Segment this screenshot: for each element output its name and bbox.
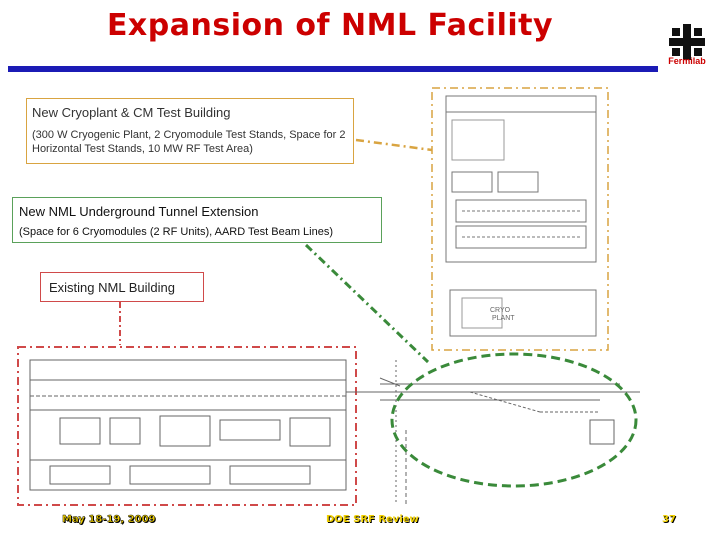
- footer-date: May 18-19, 2009: [62, 514, 156, 525]
- slide-title: Expansion of NML Facility: [106, 8, 554, 43]
- tunnel-highlight-ellipse: [390, 352, 638, 488]
- callout-cryoplant-heading: New Cryoplant & CM Test Building: [32, 105, 231, 120]
- footer-event: DOE SRF Review: [326, 514, 419, 525]
- callout-tunnel: New NML Underground Tunnel Extension (Sp…: [12, 197, 382, 243]
- existing-building-plan: [17, 346, 357, 506]
- footer-page-number: 37: [662, 514, 676, 525]
- cryo-plant-label-2: PLANT: [492, 315, 515, 322]
- callout-tunnel-heading: New NML Underground Tunnel Extension: [19, 204, 259, 219]
- callout-tunnel-body: (Space for 6 Cryomodules (2 RF Units), A…: [19, 226, 334, 238]
- title-underline: [8, 66, 658, 72]
- callout-cryoplant-body: (300 W Cryogenic Plant, 2 Cryomodule Tes…: [32, 129, 346, 155]
- callout-cryoplant: New Cryoplant & CM Test Building (300 W …: [26, 98, 354, 164]
- cryo-plant-label: CRYO: [490, 307, 511, 314]
- cryoplant-building-plan: [431, 87, 609, 351]
- tunnel-extension-plan: [346, 360, 640, 505]
- callout-existing: Existing NML Building: [40, 272, 204, 302]
- leader-cryo: [355, 138, 433, 152]
- fermilab-logo-text: Fermilab: [668, 56, 706, 66]
- leader-tunnel: [304, 243, 430, 364]
- fermilab-logo-icon: [669, 24, 705, 60]
